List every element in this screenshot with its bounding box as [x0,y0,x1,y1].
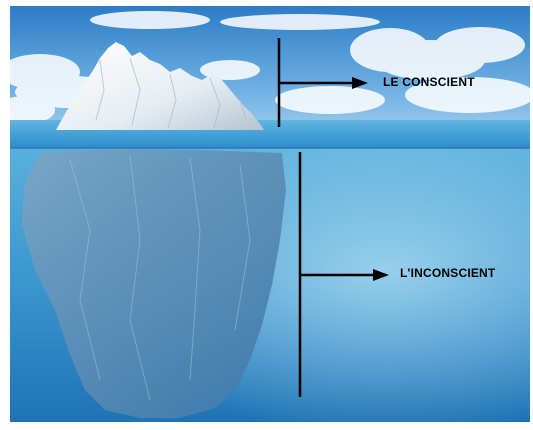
conscious-bracket [277,38,368,127]
arrow-head-icon [373,269,389,281]
submerged-iceberg [22,149,286,418]
iceberg-tip [56,42,264,130]
photo-area [0,6,533,422]
arrow-head-icon [352,77,368,89]
unconscious-bracket [298,152,389,397]
label-unconscious: L'INCONSCIENT [400,266,496,280]
label-conscious: LE CONSCIENT [383,75,475,89]
